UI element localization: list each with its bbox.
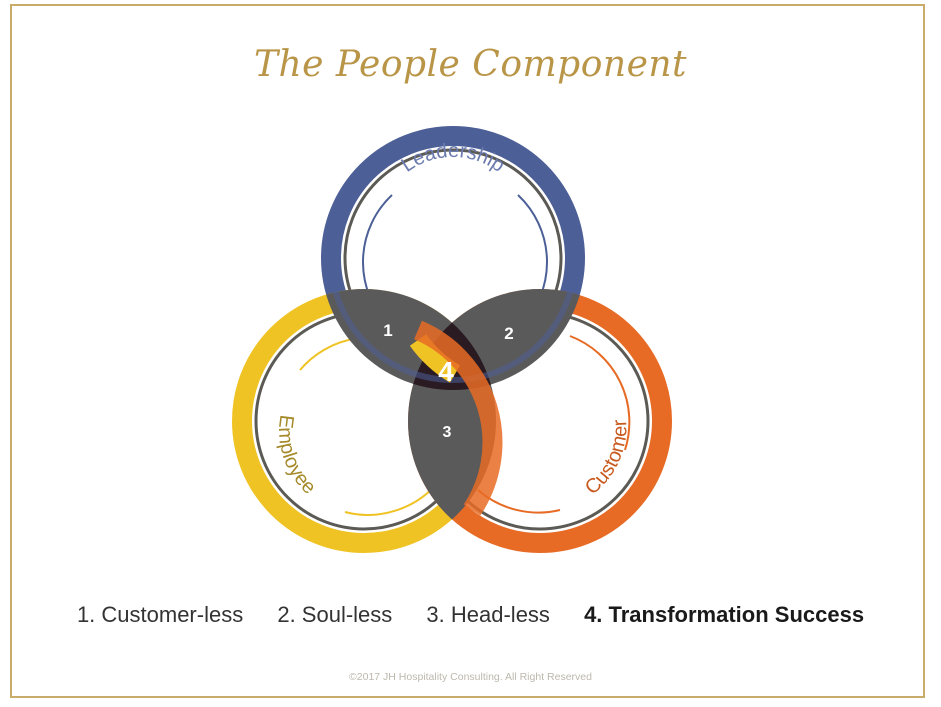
legend-item-2: 2. Soul-less [277,602,393,627]
region-number-3: 3 [443,424,452,441]
legend-item-3: 3. Head-less [426,602,550,627]
copyright-notice: ©2017 JH Hospitality Consulting. All Rig… [349,671,592,683]
customer-edge-overlap [413,320,503,516]
employee-edge-overlap [409,333,461,383]
legend-item-4: 4. Transformation Success [584,602,865,627]
region-number-4: 4 [438,356,454,387]
region-number-2: 2 [504,324,513,343]
region-center [408,289,496,390]
page-title: The People Component [253,44,688,85]
legend-item-1: 1. Customer-less [76,602,244,627]
leadership-edge [328,133,578,383]
region-number-1: 1 [383,321,392,340]
legend: 1. Customer-less 2. Soul-less 3. Head-le… [0,602,941,628]
